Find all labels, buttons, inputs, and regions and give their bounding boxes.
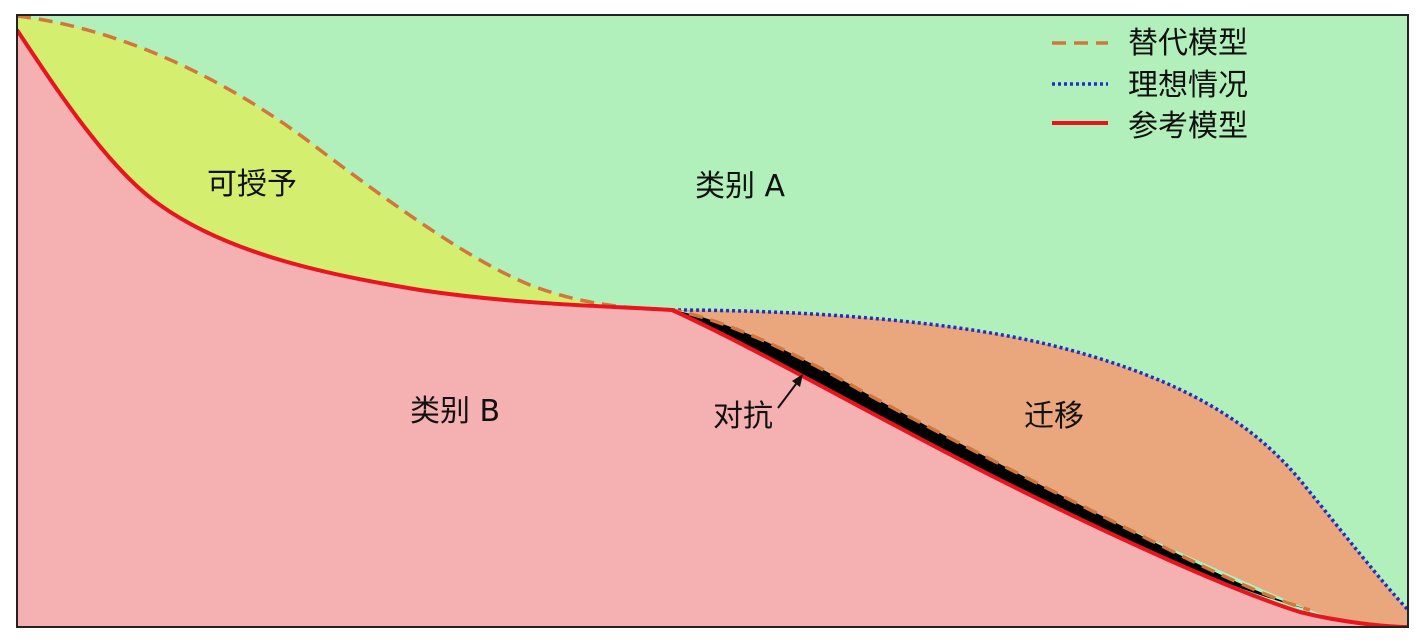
label-adversarial: 对抗	[713, 399, 773, 434]
legend-label-ideal: 理想情况	[1128, 68, 1248, 103]
ideal-boundary-line	[17, 29, 1408, 612]
label-transfer: 迁移	[1024, 399, 1084, 434]
legend-label-reference: 参考模型	[1128, 109, 1248, 144]
label-class-b: 类别 B	[410, 394, 500, 429]
plot-frame	[16, 14, 1409, 628]
legend: 替代模型 理想情况 参考模型	[1052, 26, 1248, 144]
label-transferable: 可授予	[207, 167, 297, 202]
label-class-a: 类别 A	[695, 169, 786, 204]
transferable-region	[17, 16, 672, 310]
class-b-region	[17, 30, 1408, 627]
legend-label-surrogate: 替代模型	[1128, 26, 1248, 61]
reference-boundary-line	[17, 28, 1408, 627]
adversarial-arrow	[777, 374, 803, 409]
